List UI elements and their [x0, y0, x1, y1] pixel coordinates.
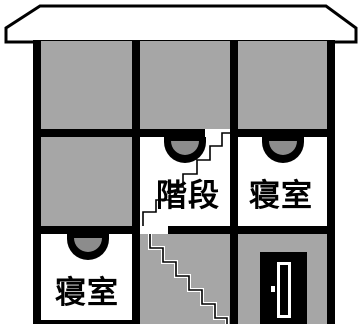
- stairs-label: 階段: [156, 178, 220, 214]
- roof: [4, 4, 358, 44]
- smoke-detector-icon: [67, 234, 109, 260]
- stairs-lower-line-inner: [149, 234, 228, 324]
- room-top-right: [238, 41, 327, 129]
- floor-opening-top: [205, 129, 230, 137]
- room-middle-left: [41, 137, 132, 226]
- stairs-upper-line-inner: [142, 132, 230, 226]
- smoke-detector-icon: [262, 137, 304, 163]
- floor-opening: [140, 226, 168, 234]
- door-icon: [260, 252, 307, 324]
- bedroom-upper-label: 寝室: [249, 178, 313, 214]
- room-top-left: [41, 41, 132, 129]
- smoke-detector-icon: [164, 137, 206, 163]
- room-top-middle: [140, 41, 230, 129]
- bedroom-lower-label: 寝室: [55, 275, 119, 311]
